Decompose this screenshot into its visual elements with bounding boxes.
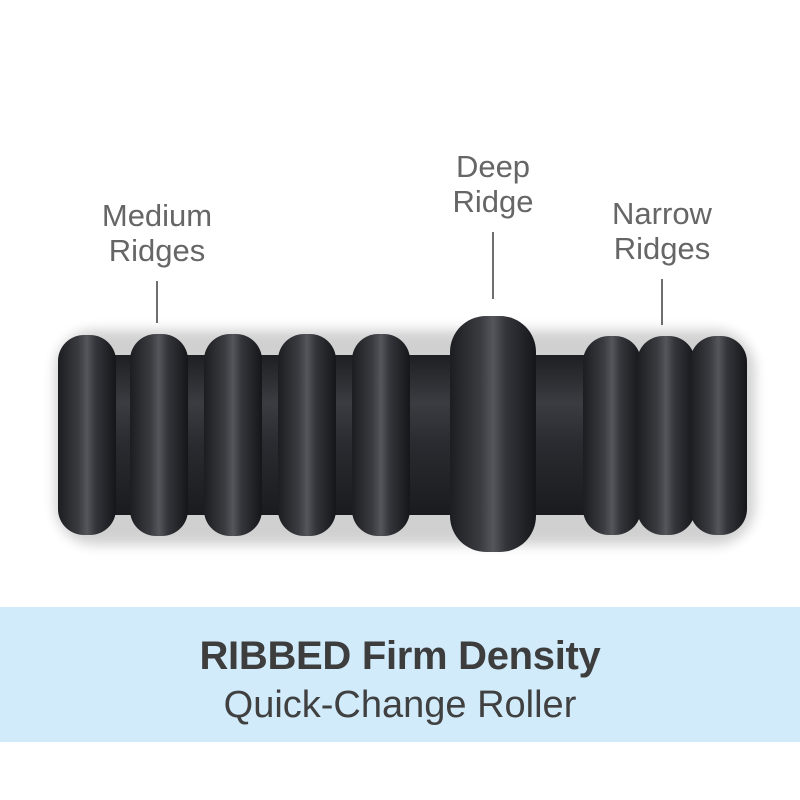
banner-title: RIBBED Firm Density	[199, 634, 601, 678]
ribbed-roller-image	[55, 316, 755, 552]
callout-medium-line2: Ridges	[108, 233, 206, 268]
leader-line-narrow	[661, 279, 663, 325]
leader-line-medium	[156, 281, 158, 323]
callout-medium-line1: Medium	[101, 198, 213, 233]
deep-ridge	[450, 316, 536, 552]
callout-narrow-line2: Ridges	[613, 231, 711, 266]
leader-line-deep	[492, 232, 494, 299]
callout-medium-ridges: Medium Ridges	[102, 198, 212, 268]
callout-narrow-ridges: Narrow Ridges	[612, 196, 712, 266]
narrow-ridges	[583, 336, 747, 535]
product-banner: RIBBED Firm Density Quick-Change Roller	[0, 607, 800, 742]
banner-subtitle: Quick-Change Roller	[223, 684, 577, 726]
callout-deep-line1: Deep	[455, 149, 531, 184]
callout-deep-ridge: Deep Ridge	[453, 149, 534, 219]
medium-ridges	[58, 334, 410, 536]
callout-deep-line2: Ridge	[452, 184, 534, 219]
callout-narrow-line1: Narrow	[612, 196, 712, 231]
